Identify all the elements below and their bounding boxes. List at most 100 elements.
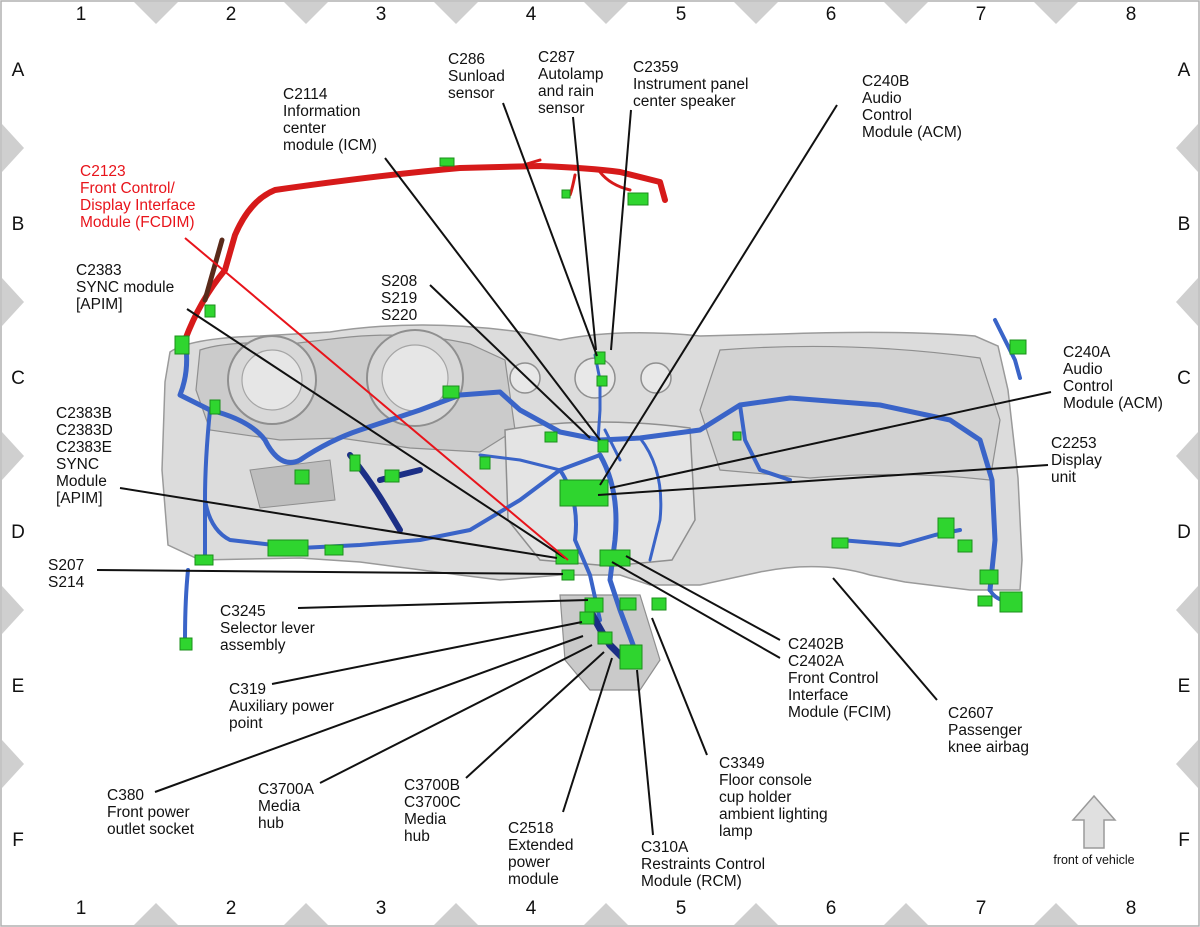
callout-c287-line: sensor — [538, 100, 585, 117]
callout-c287-line: and rain — [538, 83, 594, 100]
callout-c380-line: outlet socket — [107, 821, 195, 838]
callout-c2123-line: Front Control/ — [80, 180, 175, 197]
callout-c2402-line: C2402A — [788, 653, 845, 670]
callout-c240a-line: Audio — [1063, 361, 1103, 378]
zone-triangle-bottom-5 — [734, 903, 778, 925]
column-label-bottom-4: 4 — [526, 898, 537, 919]
callout-c3245-line: Selector lever — [220, 620, 315, 637]
zone-triangle-right-1 — [1176, 124, 1198, 172]
zone-triangle-top-1 — [134, 2, 178, 24]
column-label-bottom-2: 2 — [226, 898, 237, 919]
zone-triangle-bottom-3 — [434, 903, 478, 925]
zone-triangle-top-3 — [434, 2, 478, 24]
front-of-vehicle-label: front of vehicle — [1053, 853, 1134, 867]
callout-c240b-line: Audio — [862, 90, 902, 107]
callout-c2253-line: unit — [1051, 469, 1077, 486]
callout-c240a-line: Control — [1063, 378, 1113, 395]
callout-c2123-line: C2123 — [80, 163, 126, 180]
callout-c2383b-line: C2383B — [56, 405, 112, 422]
leader-line-fcdim — [184, 237, 569, 561]
row-label-right-A: A — [1178, 60, 1191, 81]
column-label-top-2: 2 — [226, 4, 237, 25]
row-label-left-A: A — [12, 60, 25, 81]
arrow-up-icon — [1071, 794, 1117, 849]
callout-c3349-line: C3349 — [719, 755, 765, 772]
callout-c3700a-line: hub — [258, 815, 284, 832]
callout-c2607-line: knee airbag — [948, 739, 1029, 756]
callout-c2607-line: Passenger — [948, 722, 1022, 739]
zone-triangle-left-4 — [2, 586, 24, 634]
callout-c286-line: C286 — [448, 51, 485, 68]
row-label-left-B: B — [12, 214, 25, 235]
column-label-top-1: 1 — [76, 4, 87, 25]
column-label-bottom-5: 5 — [676, 898, 687, 919]
callout-c3245-line: assembly — [220, 637, 286, 654]
callout-c3349-line: Floor console — [719, 772, 812, 789]
zone-triangle-bottom-6 — [884, 903, 928, 925]
row-label-right-C: C — [1177, 368, 1191, 389]
zone-triangle-right-4 — [1176, 586, 1198, 634]
callout-c2383-line: SYNC module — [76, 279, 174, 296]
zone-triangle-top-5 — [734, 2, 778, 24]
callout-c2114-line: center — [283, 120, 326, 137]
callout-c287-line: Autolamp — [538, 66, 603, 83]
callout-c2518-line: Extended — [508, 837, 574, 854]
callout-c2359-line: Instrument panel — [633, 76, 748, 93]
callout-c2383-line: [APIM] — [76, 296, 123, 313]
callout-c2383b-line: [APIM] — [56, 490, 103, 507]
callout-s207-line: S207 — [48, 557, 84, 574]
callout-c380-line: C380 — [107, 787, 144, 804]
column-label-top-8: 8 — [1126, 4, 1137, 25]
callout-c319-line: Auxiliary power — [229, 698, 334, 715]
callout-c3700b-line: hub — [404, 828, 430, 845]
callout-s208-line: S208 — [381, 273, 417, 290]
callout-c2114-line: module (ICM) — [283, 137, 377, 154]
zone-triangle-bottom-2 — [284, 903, 328, 925]
zone-triangle-bottom-4 — [584, 903, 628, 925]
callout-c2607-line: C2607 — [948, 705, 994, 722]
callout-c240a-line: C240A — [1063, 344, 1111, 361]
callout-c2402-line: Interface — [788, 687, 848, 704]
callout-c2114-line: Information — [283, 103, 361, 120]
zone-triangle-top-6 — [884, 2, 928, 24]
callout-c380-line: Front power — [107, 804, 190, 821]
zone-triangle-right-2 — [1176, 278, 1198, 326]
callout-c2123-line: Module (FCDIM) — [80, 214, 195, 231]
callout-c2253-line: Display — [1051, 452, 1102, 469]
callout-c2402-line: Module (FCIM) — [788, 704, 891, 721]
zone-triangle-top-4 — [584, 2, 628, 24]
column-label-top-5: 5 — [676, 4, 687, 25]
callout-s208-line: S219 — [381, 290, 417, 307]
callout-c3349-line: lamp — [719, 823, 753, 840]
callout-c2383b-line: C2383D — [56, 422, 113, 439]
callout-c2123-line: Display Interface — [80, 197, 195, 214]
column-label-top-6: 6 — [826, 4, 837, 25]
callout-c310a-line: Module (RCM) — [641, 873, 742, 890]
row-label-right-E: E — [1178, 676, 1191, 697]
callout-c3349-line: ambient lighting — [719, 806, 828, 823]
column-label-bottom-8: 8 — [1126, 898, 1137, 919]
callout-c287-line: C287 — [538, 49, 575, 66]
column-label-top-4: 4 — [526, 4, 537, 25]
callout-c319-line: C319 — [229, 681, 266, 698]
row-label-right-D: D — [1177, 522, 1191, 543]
callout-c2383b-line: Module — [56, 473, 107, 490]
